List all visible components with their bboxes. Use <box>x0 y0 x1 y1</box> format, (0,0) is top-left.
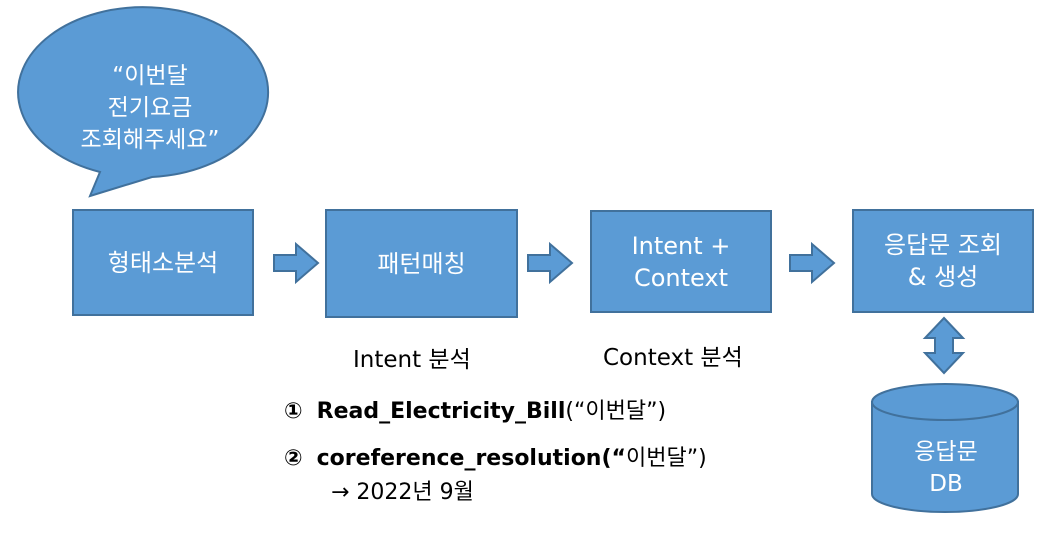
morpheme-analysis-box: 형태소분석 <box>72 209 254 316</box>
arrow-1 <box>273 241 320 285</box>
intent-context-box: Intent + Context <box>590 210 772 313</box>
note-1-argument: (“이번달”) <box>565 399 667 424</box>
arrow-3 <box>789 241 836 285</box>
note-2-result: → 2022년 9월 <box>331 480 474 505</box>
morpheme-analysis-label: 형태소분석 <box>107 248 219 277</box>
note-2-function: coreference_resolution(“ <box>316 446 626 471</box>
note-2-argument: 이번달”) <box>625 446 707 471</box>
intent-context-label: Intent + Context <box>631 231 731 292</box>
response-label: 응답문 조회 & 생성 <box>883 231 1003 291</box>
pattern-matching-label: 패턴매칭 <box>377 249 466 278</box>
note-1-marker: ① <box>284 399 303 424</box>
note-2-marker: ② <box>284 446 303 471</box>
note-2: ② coreference_resolution(“이번달”) <box>284 440 707 472</box>
intent-caption: Intent 분석 <box>353 347 471 373</box>
note-1-function: Read_Electricity_Bill <box>316 399 566 424</box>
response-box: 응답문 조회 & 생성 <box>852 209 1034 313</box>
database-label-line2: DB <box>929 471 963 497</box>
note-1: ① Read_Electricity_Bill(“이번달”) <box>284 393 666 425</box>
pattern-matching-box: 패턴매칭 <box>325 209 518 318</box>
context-caption: Context 분석 <box>603 345 743 371</box>
arrow-2 <box>527 241 574 285</box>
database-label-line1: 응답문 <box>914 439 978 465</box>
speech-bubble-text: “이번달 전기요금 조회해주세요” <box>80 63 220 153</box>
database-cylinder <box>871 383 1019 513</box>
database-label: 응답문 DB <box>873 436 1019 500</box>
double-arrow <box>922 316 966 375</box>
speech-bubble <box>17 6 270 198</box>
